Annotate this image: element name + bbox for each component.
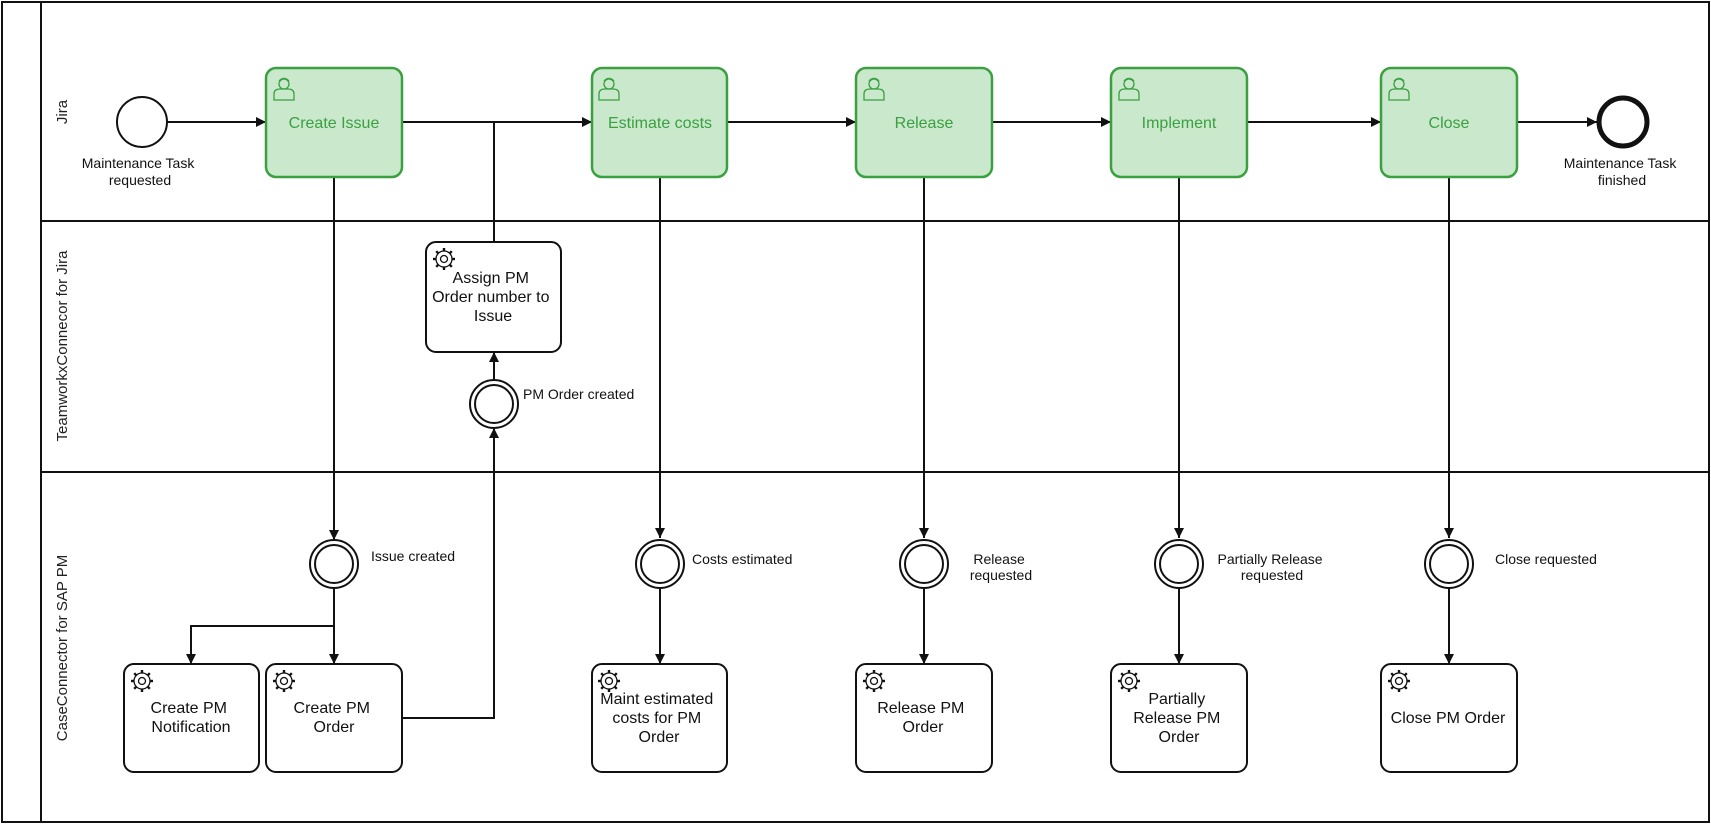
- task-release[interactable]: Release: [854, 66, 994, 179]
- task-implement[interactable]: Implement: [1109, 66, 1249, 179]
- task-close-pm-order[interactable]: Close PM Order: [1380, 663, 1518, 773]
- gear-icon: [1386, 668, 1412, 694]
- flow-issue-created-to-create-pm-notification: [186, 588, 335, 664]
- task-create-pm-notification[interactable]: Create PM Notification: [123, 663, 260, 773]
- pm-order-created-label: PM Order created: [523, 386, 634, 402]
- event-pm-order-created[interactable]: [469, 379, 519, 429]
- end-event[interactable]: [1596, 95, 1650, 149]
- task-label: Create PM Order: [294, 700, 375, 736]
- gear-icon: [129, 668, 155, 694]
- gear-icon: [861, 668, 887, 694]
- task-label: Close: [1429, 115, 1470, 132]
- task-label: Release PM Order: [877, 700, 969, 736]
- task-assign-pm-order-number[interactable]: Assign PM Order number to Issue: [425, 241, 562, 353]
- task-label: Maint estimated costs for PM Order: [600, 691, 717, 746]
- event-costs-estimated[interactable]: [635, 539, 685, 589]
- event-release-requested[interactable]: [899, 539, 949, 589]
- partially-release-requested-label: Partially Release requested: [1218, 551, 1327, 583]
- sequence-flows: [167, 117, 1597, 719]
- lane-label-caseconnector-sap: CaseConnector for SAP PM: [54, 555, 71, 741]
- issue-created-label: Issue created: [371, 548, 455, 564]
- start-event-label: Maintenance Task requested: [82, 155, 198, 188]
- event-close-requested[interactable]: [1424, 539, 1474, 589]
- gear-icon: [431, 246, 457, 272]
- gear-icon: [596, 668, 622, 694]
- start-event[interactable]: [116, 96, 168, 148]
- task-create-issue[interactable]: Create Issue: [264, 66, 404, 179]
- task-label: Create Issue: [289, 115, 380, 132]
- task-label: Partially Release PM Order: [1133, 691, 1225, 746]
- end-event-label: Maintenance Task finished: [1564, 155, 1680, 188]
- event-issue-created[interactable]: [309, 539, 359, 589]
- task-estimate-costs[interactable]: Estimate costs: [590, 66, 729, 179]
- gear-icon: [1116, 668, 1142, 694]
- costs-estimated-label: Costs estimated: [692, 551, 792, 567]
- lane-label-jira: Jira: [54, 99, 71, 124]
- task-label: Close PM Order: [1391, 710, 1506, 727]
- task-partially-release-pm-order[interactable]: Partially Release PM Order: [1110, 663, 1248, 773]
- task-label: Assign PM Order number to Issue: [432, 270, 554, 325]
- task-close[interactable]: Close: [1379, 66, 1519, 179]
- close-requested-label: Close requested: [1495, 551, 1597, 567]
- task-create-pm-order[interactable]: Create PM Order: [265, 663, 403, 773]
- task-release-pm-order[interactable]: Release PM Order: [855, 663, 993, 773]
- event-partially-release-requested[interactable]: [1154, 539, 1204, 589]
- task-maint-estimated-costs[interactable]: Maint estimated costs for PM Order: [591, 663, 728, 773]
- gear-icon: [271, 668, 297, 694]
- lane-label-teamworkx-connector: TeamworkxConnecor for Jira: [54, 250, 71, 442]
- task-label: Create PM Notification: [151, 700, 232, 736]
- task-label: Implement: [1142, 115, 1217, 132]
- release-requested-label: Release requested: [970, 551, 1032, 583]
- flow-create-pm-order-to-pm-order-created: [402, 428, 499, 719]
- task-label: Release: [895, 115, 954, 132]
- task-label: Estimate costs: [608, 115, 712, 132]
